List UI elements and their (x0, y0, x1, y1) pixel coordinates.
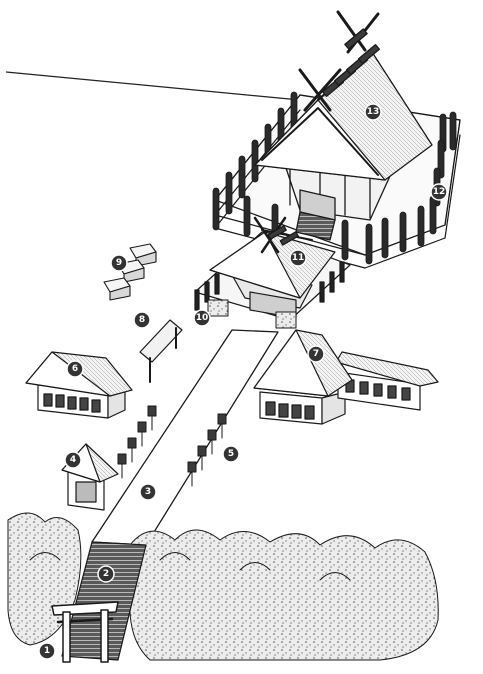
marker-lantern-row: 5 (223, 446, 239, 462)
marker-water-pavilion: 4 (65, 452, 81, 468)
marker-label: 5 (228, 449, 234, 459)
marker-sacred-fence: 12 (431, 184, 447, 200)
marker-guardian-statues: 10 (194, 310, 210, 326)
marker-notice-board: 8 (134, 312, 150, 328)
marker-label: 10 (196, 313, 209, 323)
marker-hall-right: 7 (308, 346, 324, 362)
marker-label: 4 (70, 455, 76, 465)
notice-board (140, 320, 182, 382)
marker-hall-left: 6 (67, 361, 83, 377)
marker-label: 11 (292, 253, 305, 263)
small-shrines (104, 244, 156, 300)
marker-label: 7 (313, 349, 319, 359)
marker-label: 9 (116, 258, 122, 268)
marker-label: 8 (139, 315, 145, 325)
marker-label: 6 (72, 364, 78, 374)
approach-path (92, 330, 278, 545)
marker-label: 3 (145, 487, 151, 497)
marker-label: 2 (103, 569, 109, 579)
marker-torii-gate: 1 (39, 643, 55, 659)
marker-label: 12 (433, 187, 446, 197)
marker-main-sanctuary: 13 (365, 104, 381, 120)
marker-label: 1 (44, 646, 50, 656)
marker-approach-path: 3 (140, 484, 156, 500)
hall-right (254, 330, 438, 424)
marker-stone-stairs: 2 (98, 566, 114, 582)
marker-small-shrines: 9 (111, 255, 127, 271)
marker-worship-hall: 11 (290, 250, 306, 266)
horizon-line (6, 72, 300, 100)
marker-label: 13 (367, 107, 380, 117)
